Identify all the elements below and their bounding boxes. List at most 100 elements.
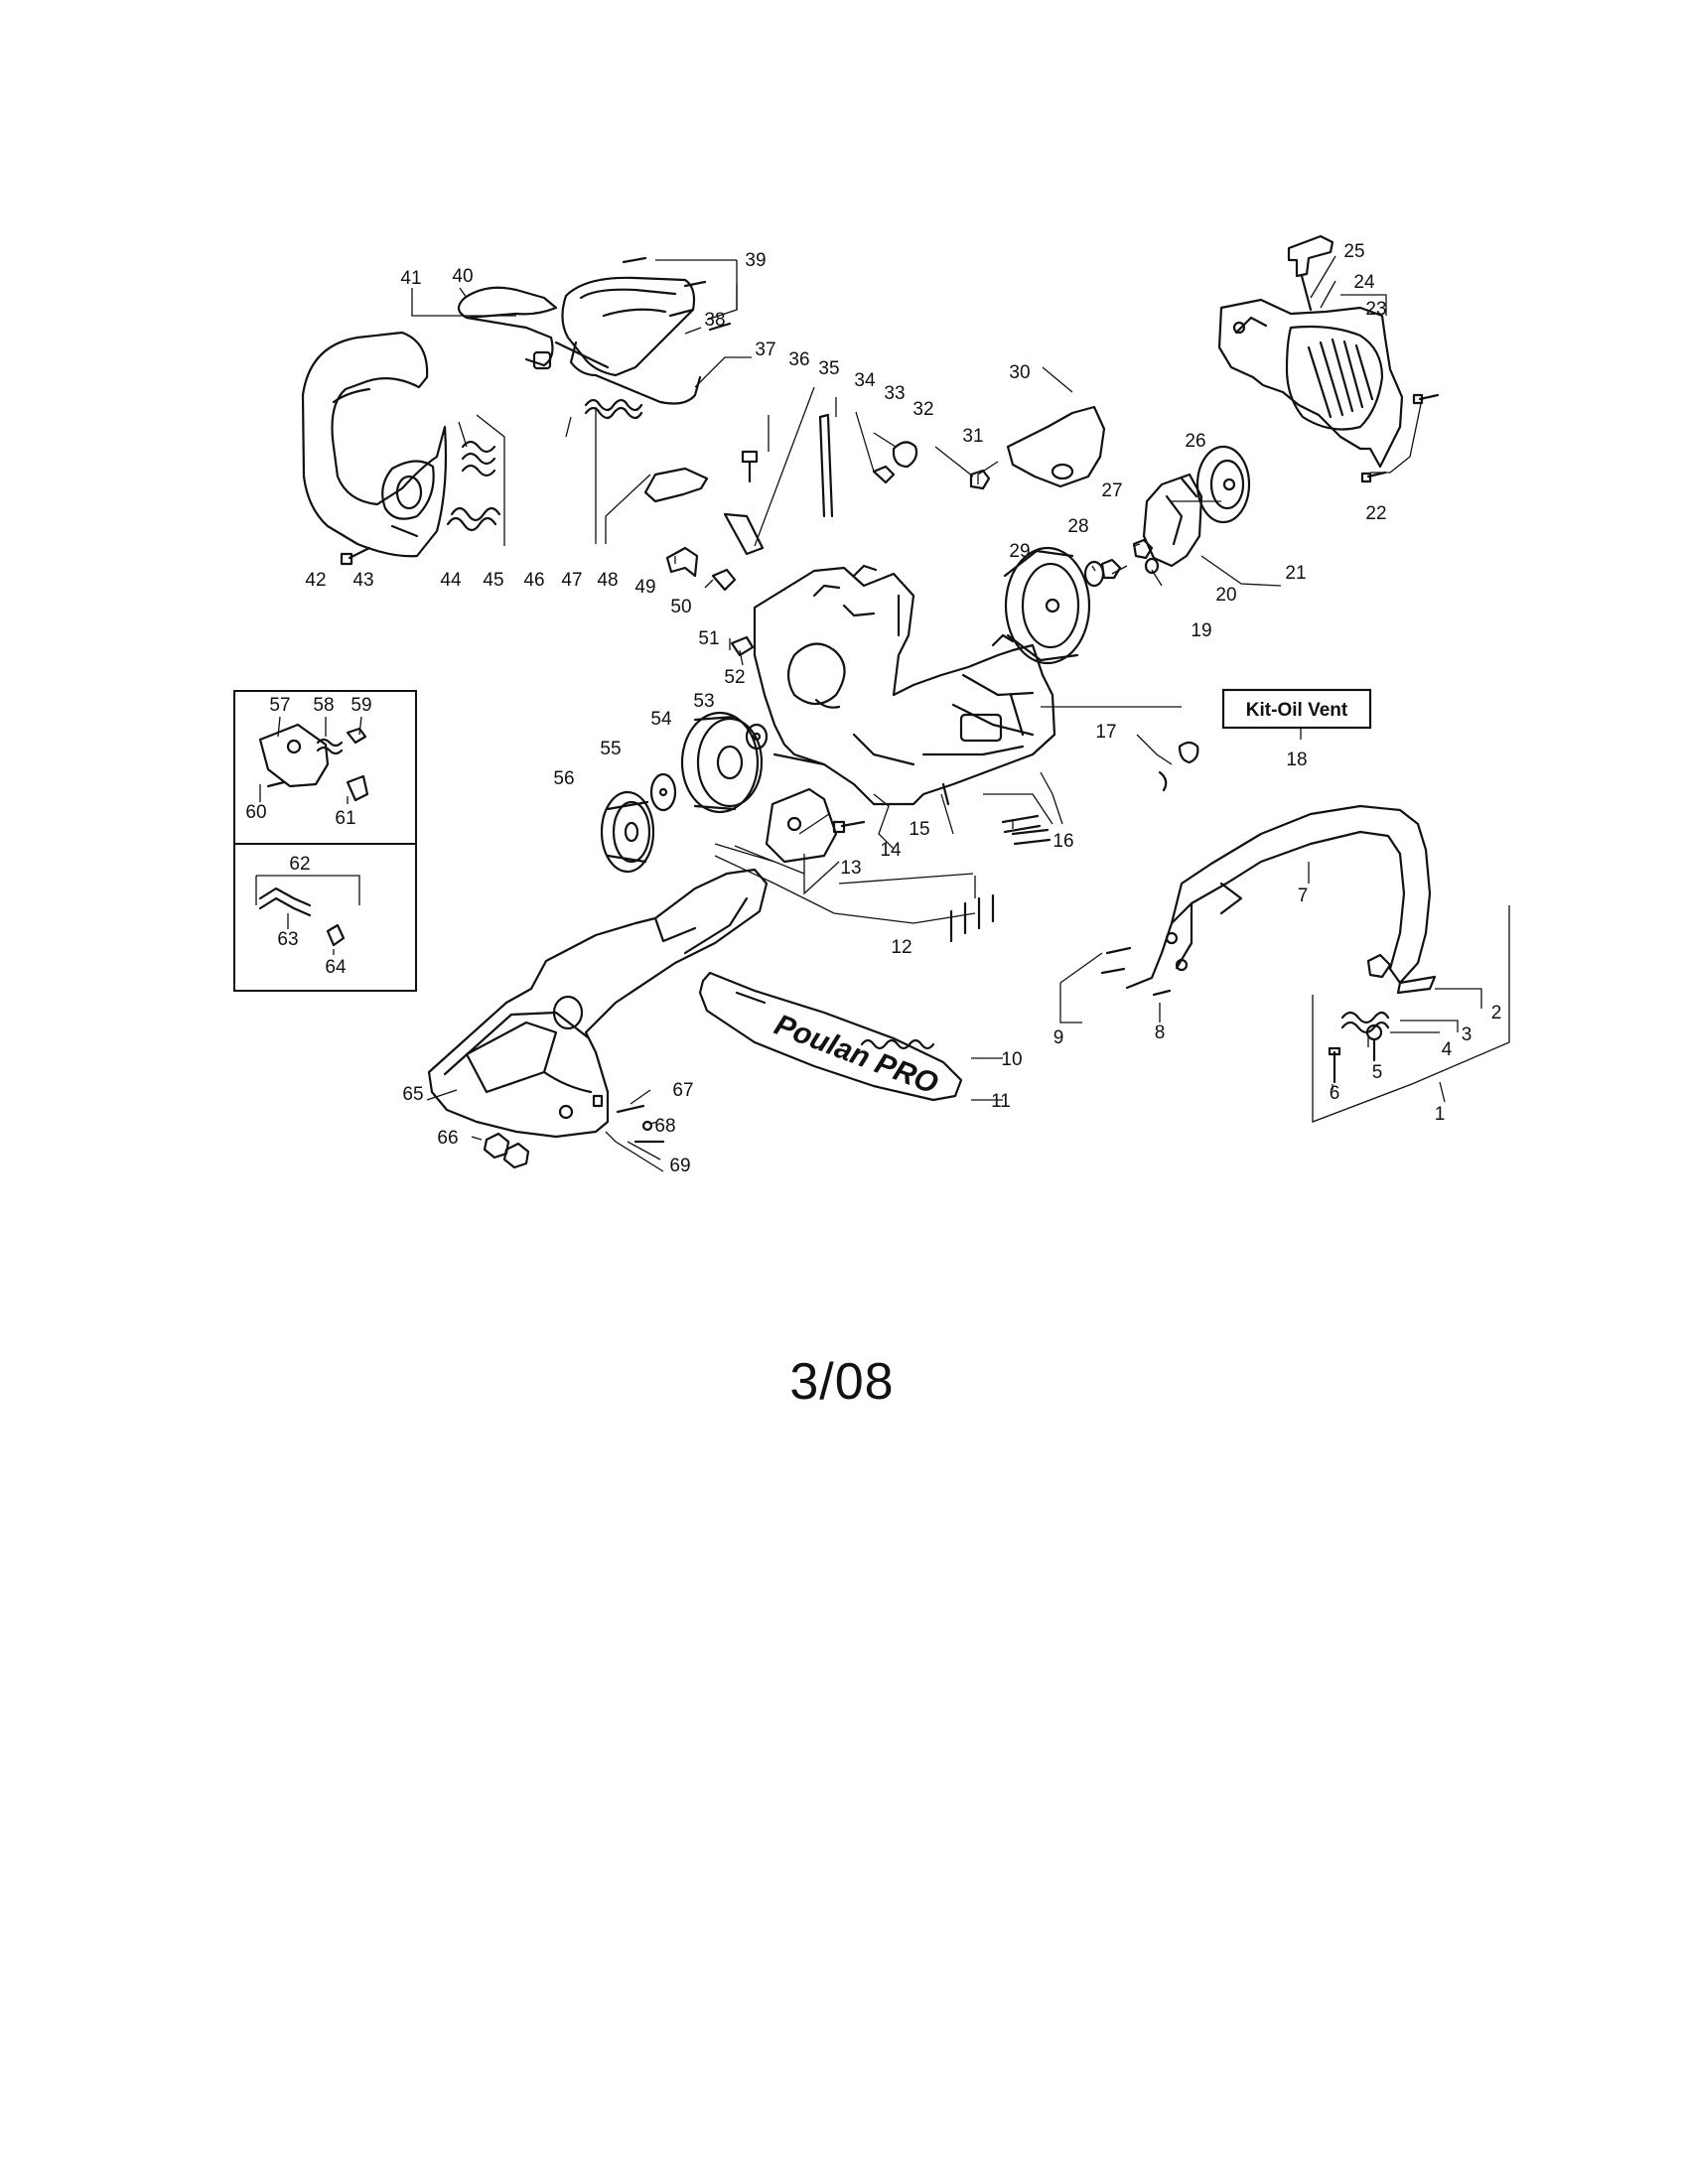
- bolts-16-drawing: [1001, 814, 1052, 846]
- screw-43-drawing: [340, 546, 371, 566]
- label-part-12: 12: [891, 937, 912, 958]
- front-handle-drawing: [1125, 804, 1432, 990]
- label-part-55: 55: [600, 739, 621, 759]
- part-number-labels: 1 2 3 4 5 6 7 8 9 10 11 12 13 14 15 16 1…: [245, 241, 1501, 1176]
- label-part-40: 40: [452, 266, 473, 287]
- label-part-36: 36: [788, 349, 809, 370]
- label-part-51: 51: [698, 628, 719, 649]
- label-part-46: 46: [523, 570, 544, 591]
- starter-pulley-drawing: [1142, 445, 1251, 568]
- inset-leaders: [255, 716, 362, 955]
- washer-55-drawing: [649, 772, 677, 812]
- label-part-58: 58: [313, 695, 334, 716]
- sprocket-cover-drawing: [427, 868, 769, 1139]
- flywheel-drawing: [1003, 546, 1091, 665]
- label-part-32: 32: [912, 399, 933, 420]
- rear-handle-drawing: [301, 331, 448, 558]
- nut-31-drawing: [969, 469, 991, 490]
- label-part-44: 44: [440, 570, 462, 591]
- small-parts-drawing: [643, 467, 765, 657]
- label-part-68: 68: [654, 1116, 675, 1137]
- starter-grip-drawing: [1287, 234, 1334, 312]
- label-part-27: 27: [1101, 480, 1122, 501]
- label-part-38: 38: [704, 310, 725, 331]
- handle-hardware-drawing: [1328, 953, 1437, 1084]
- label-part-33: 33: [884, 383, 905, 404]
- label-part-63: 63: [277, 929, 298, 950]
- label-part-20: 20: [1215, 585, 1236, 606]
- label-part-11: 11: [991, 1091, 1011, 1112]
- label-part-23: 23: [1365, 299, 1386, 320]
- guide-bar-drawing: [698, 971, 963, 1102]
- label-part-62: 62: [289, 854, 310, 875]
- label-part-30: 30: [1009, 362, 1030, 383]
- oil-pump-inset-drawing: [258, 723, 369, 802]
- spring-44-drawing: [446, 506, 501, 532]
- label-part-29: 29: [1009, 541, 1030, 562]
- label-part-25: 25: [1343, 241, 1364, 262]
- bracket-30-drawing: [1006, 405, 1106, 488]
- label-part-6: 6: [1330, 1083, 1340, 1104]
- label-part-43: 43: [352, 570, 373, 591]
- spring-45-drawing: [461, 440, 496, 478]
- label-part-18: 18: [1286, 750, 1307, 770]
- tensioner-drawing: [616, 1104, 665, 1144]
- label-part-24: 24: [1353, 272, 1375, 293]
- label-part-31: 31: [962, 426, 983, 447]
- oil-cap-drawing: [872, 441, 918, 484]
- oil-line-inset-drawing: [258, 887, 346, 947]
- inset-frames: [233, 690, 417, 992]
- label-part-50: 50: [670, 597, 691, 617]
- bar-plate-drawing: [765, 787, 838, 864]
- washer-20-drawing: [1144, 557, 1160, 575]
- label-part-16: 16: [1052, 831, 1073, 852]
- label-part-1: 1: [1435, 1104, 1446, 1125]
- label-part-4: 4: [1442, 1039, 1453, 1060]
- label-part-59: 59: [351, 695, 371, 716]
- throttle-handle-drawing: [457, 276, 702, 405]
- label-part-8: 8: [1155, 1023, 1166, 1043]
- label-part-65: 65: [402, 1084, 423, 1105]
- washer-53-drawing: [745, 723, 769, 751]
- inset-oil-line: [233, 843, 417, 992]
- screws-39-drawing: [622, 256, 732, 332]
- label-part-48: 48: [597, 570, 618, 591]
- label-part-2: 2: [1491, 1003, 1502, 1024]
- label-part-39: 39: [745, 250, 766, 271]
- oil-vent-drawing: [1158, 741, 1199, 792]
- label-part-15: 15: [909, 819, 929, 840]
- label-part-47: 47: [561, 570, 582, 591]
- label-part-14: 14: [880, 840, 902, 861]
- label-part-64: 64: [325, 957, 347, 978]
- part-drawings: [258, 234, 1440, 1169]
- kit-oil-vent-box: Kit-Oil Vent: [1221, 688, 1372, 730]
- label-part-37: 37: [755, 340, 775, 360]
- label-part-9: 9: [1053, 1027, 1064, 1048]
- label-part-10: 10: [1001, 1049, 1022, 1070]
- label-part-57: 57: [269, 695, 290, 716]
- label-part-22: 22: [1365, 503, 1386, 524]
- crankcase-drawing: [753, 564, 1056, 806]
- pins-12-drawing: [949, 893, 995, 943]
- kit-oil-vent-frame: [1221, 688, 1372, 730]
- page-revision-code: 3/08: [789, 1353, 895, 1411]
- shaft-drawing: [818, 413, 834, 518]
- label-part-69: 69: [669, 1156, 690, 1176]
- label-part-67: 67: [672, 1080, 693, 1101]
- label-part-7: 7: [1298, 886, 1309, 906]
- label-part-56: 56: [553, 768, 574, 789]
- label-part-34: 34: [854, 370, 876, 391]
- label-part-13: 13: [840, 858, 861, 879]
- washer-28-drawing: [1083, 560, 1105, 588]
- label-part-60: 60: [245, 802, 266, 823]
- screws-9-8-drawing: [1100, 946, 1172, 997]
- label-part-52: 52: [724, 667, 745, 688]
- leader-lines: [411, 255, 1510, 1172]
- clutch-drum-drawing: [680, 711, 764, 814]
- label-part-35: 35: [818, 358, 839, 379]
- nuts-66-drawing: [483, 1132, 530, 1169]
- label-part-45: 45: [483, 570, 503, 591]
- spring-47-drawing: [584, 398, 643, 420]
- label-part-41: 41: [400, 268, 421, 289]
